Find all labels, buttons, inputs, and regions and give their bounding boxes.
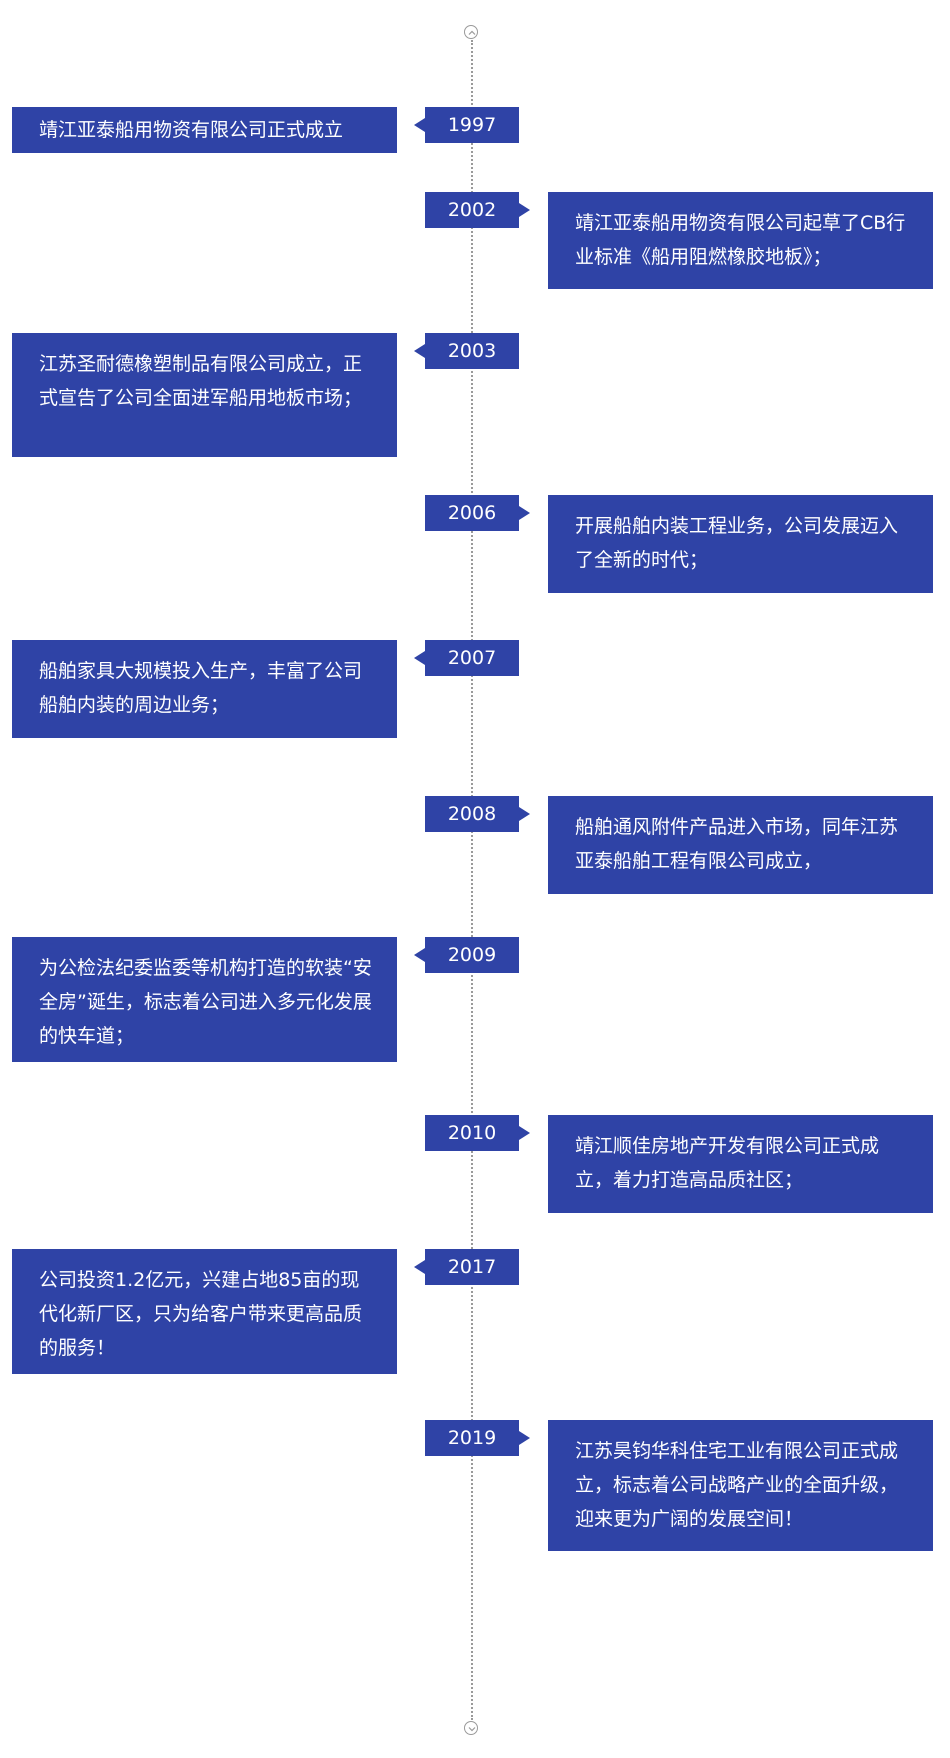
event-text: 靖江亚泰船用物资有限公司正式成立 (39, 119, 344, 141)
year-badge-2003: 2003 (414, 333, 519, 369)
year-badge-2017: 2017 (414, 1249, 519, 1285)
year-badge-2010: 2010 (425, 1115, 530, 1151)
timeline-event-2009: 为公检法纪委监委等机构打造的软装“安全房”诞生，标志着公司进入多元化发展的快车道… (12, 937, 422, 1086)
timeline-event-2007: 船舶家具大规模投入生产，丰富了公司船舶内装的周边业务； (12, 640, 422, 762)
year-label: 2002 (447, 199, 497, 221)
timeline-event-2019: 江苏昊钧华科住宅工业有限公司正式成立，标志着公司战略产业的全面升级，迎来更为广阔… (548, 1420, 950, 1575)
scroll-up-button[interactable] (464, 25, 478, 39)
chevron-down-icon (468, 1727, 476, 1732)
year-label: 2003 (447, 340, 497, 362)
year-badge-2006: 2006 (425, 495, 530, 531)
year-badge-2019: 2019 (425, 1420, 530, 1456)
year-label: 2008 (447, 803, 497, 825)
year-badge-1997: 1997 (414, 107, 519, 143)
event-text: 靖江顺佳房地产开发有限公司正式成立，着力打造高品质社区； (575, 1135, 880, 1191)
scroll-down-button[interactable] (464, 1721, 478, 1735)
year-badge-2008: 2008 (425, 796, 530, 832)
event-text: 开展船舶内装工程业务，公司发展迈入了全新的时代； (575, 515, 899, 571)
timeline-event-2006: 开展船舶内装工程业务，公司发展迈入了全新的时代； (548, 495, 950, 617)
year-label: 2006 (447, 502, 497, 524)
year-label: 2017 (447, 1256, 497, 1278)
timeline-axis (471, 40, 473, 1720)
event-text: 江苏昊钧华科住宅工业有限公司正式成立，标志着公司战略产业的全面升级，迎来更为广阔… (575, 1440, 899, 1530)
timeline-event-2017: 公司投资1.2亿元，兴建占地85亩的现代化新厂区，只为给客户带来更高品质的服务！ (12, 1249, 422, 1398)
timeline-event-2008: 船舶通风附件产品进入市场，同年江苏亚泰船舶工程有限公司成立， (548, 796, 950, 918)
year-badge-2002: 2002 (425, 192, 530, 228)
timeline-event-1997: 靖江亚泰船用物资有限公司正式成立 (12, 107, 422, 177)
timeline-event-2003: 江苏圣耐德橡塑制品有限公司成立，正式宣告了公司全面进军船用地板市场； (12, 333, 422, 481)
year-label: 2019 (447, 1427, 497, 1449)
timeline-event-2002: 靖江亚泰船用物资有限公司起草了CB行业标准《船用阻燃橡胶地板》； (548, 192, 950, 313)
event-text: 为公检法纪委监委等机构打造的软装“安全房”诞生，标志着公司进入多元化发展的快车道… (39, 957, 372, 1047)
event-text: 公司投资1.2亿元，兴建占地85亩的现代化新厂区，只为给客户带来更高品质的服务！ (39, 1269, 363, 1359)
chevron-up-icon (468, 30, 476, 35)
event-text: 船舶通风附件产品进入市场，同年江苏亚泰船舶工程有限公司成立， (575, 816, 899, 872)
event-text: 江苏圣耐德橡塑制品有限公司成立，正式宣告了公司全面进军船用地板市场； (39, 353, 363, 409)
year-label: 2007 (447, 647, 497, 669)
year-label: 2009 (447, 944, 497, 966)
year-badge-2009: 2009 (414, 937, 519, 973)
event-text: 船舶家具大规模投入生产，丰富了公司船舶内装的周边业务； (39, 660, 363, 716)
timeline-event-2010: 靖江顺佳房地产开发有限公司正式成立，着力打造高品质社区； (548, 1115, 950, 1237)
year-badge-2007: 2007 (414, 640, 519, 676)
event-text: 靖江亚泰船用物资有限公司起草了CB行业标准《船用阻燃橡胶地板》； (575, 212, 906, 268)
year-label: 1997 (447, 114, 497, 136)
year-label: 2010 (447, 1122, 497, 1144)
